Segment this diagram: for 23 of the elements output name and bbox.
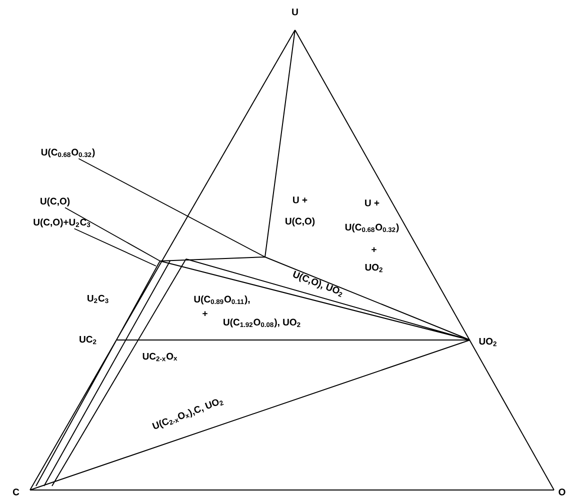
vertex-label: C <box>12 488 20 496</box>
phase-label: U(C,O)+U$_{2}$C$_{3}$ <box>34 218 90 228</box>
vertex-label: O <box>558 488 566 496</box>
leader-line <box>64 207 160 262</box>
phase-field-label: U + <box>365 200 380 206</box>
compound-label: UO$_{2}$ <box>479 338 496 346</box>
phase-field-label: + <box>372 247 376 252</box>
phase-field-label: U + <box>293 196 308 204</box>
phase-field-label: U(C$_{0.68}$O$_{0.32}$) <box>345 224 399 232</box>
compound-label: UC$_{2}$ <box>80 336 96 344</box>
phase-field-label: + <box>202 311 208 316</box>
phase-field-label: U$_{2}$C$_{3}$ <box>88 294 108 304</box>
leader-line <box>78 158 266 258</box>
leader-line <box>74 228 156 266</box>
phase-field-label: U(C$_{2-x}$O$_{x}$),C, UO$_{2}$ <box>152 399 224 429</box>
phase-label: U(C,O) <box>40 198 70 206</box>
vertex-label: U <box>292 8 298 16</box>
phase-field-label: U(C,O) <box>286 218 315 226</box>
phase-field-label: UC$_{2-x}$O$_{x}$ <box>142 352 178 362</box>
phase-label: U(C$_{0.68}$O$_{0.32}$) <box>41 148 95 158</box>
phase-field-label: UO$_{2}$ <box>365 264 382 272</box>
phase-field-label: U(C$_{1.92}$O$_{0.08}$), UO$_{2}$ <box>224 318 300 328</box>
phase-field-label: U(C$_{0.89}$O$_{0.11}$), <box>194 296 250 304</box>
